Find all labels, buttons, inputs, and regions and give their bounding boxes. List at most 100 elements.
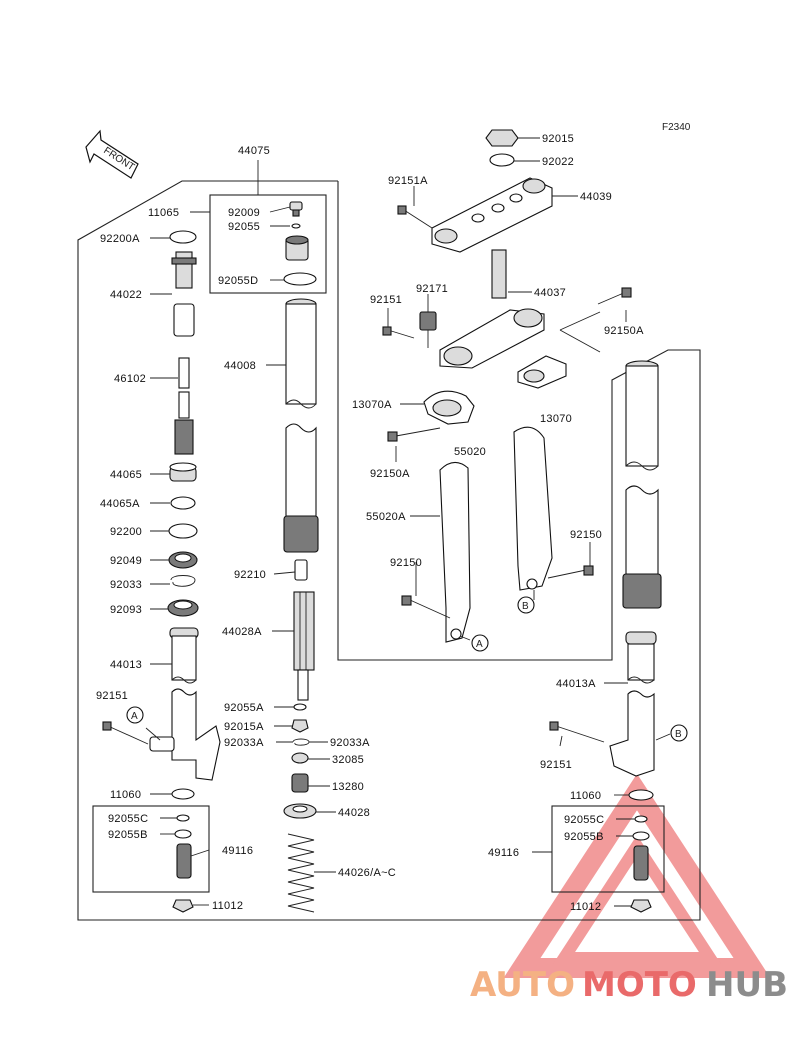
left-fork-frame <box>77 180 701 921</box>
washer-92022 <box>489 153 515 167</box>
label-92055c-right: 92055C <box>564 814 604 826</box>
leader-lines <box>145 137 671 907</box>
label-44065: 44065 <box>110 469 142 481</box>
clip-92033a <box>292 738 310 746</box>
label-92150a-top: 92150A <box>604 325 644 337</box>
cartridge-49116-left <box>176 843 192 879</box>
label-44039: 44039 <box>580 191 612 203</box>
bolt-92150a-mid <box>387 427 441 442</box>
ring-11060-left <box>171 788 195 800</box>
watermark-moto: MOTO <box>582 965 697 1005</box>
label-92009: 92009 <box>228 207 260 219</box>
label-92210: 92210 <box>234 569 266 581</box>
front-arrow-icon: FRONT <box>85 129 139 179</box>
watermark-hub: HUB <box>706 965 788 1005</box>
callout-b-right: B <box>670 724 688 742</box>
label-44037: 44037 <box>534 287 566 299</box>
svg-text:B: B <box>675 729 682 740</box>
oring-92055d <box>283 272 317 286</box>
rod-46102 <box>174 357 194 455</box>
bolt-92151-mid <box>382 326 415 339</box>
bolt-92150a-top <box>597 287 632 305</box>
label-32085: 32085 <box>332 754 364 766</box>
label-92055: 92055 <box>228 221 260 233</box>
clamp-13070-upper <box>517 355 567 389</box>
oring-92055c-right <box>634 815 648 823</box>
label-44013a: 44013A <box>556 678 596 690</box>
label-11012-left: 11012 <box>212 900 243 912</box>
label-46102: 46102 <box>114 373 146 385</box>
ring-11060-right <box>628 789 654 801</box>
label-92033: 92033 <box>110 579 142 591</box>
label-92015a: 92015A <box>224 721 264 733</box>
label-92151-right: 92151 <box>540 759 572 771</box>
oring-92055a <box>293 703 307 711</box>
svg-text:A: A <box>131 711 138 722</box>
label-92171: 92171 <box>416 283 448 295</box>
spring-44026 <box>287 833 315 913</box>
nut-11012-right <box>630 899 652 913</box>
label-55020a: 55020A <box>366 511 406 523</box>
label-44008: 44008 <box>224 360 256 372</box>
watermark-auto: AUTO <box>470 965 575 1005</box>
label-44013: 44013 <box>110 659 142 671</box>
label-13280: 13280 <box>332 781 364 793</box>
guard-55020 <box>513 426 553 591</box>
svg-text:B: B <box>522 601 529 612</box>
inner-tube-right <box>622 360 662 609</box>
label-49116-right: 49116 <box>488 847 519 859</box>
label-11060-left: 11060 <box>110 789 141 801</box>
bolt-92151a <box>397 205 433 229</box>
bolt-92151-right <box>549 721 605 743</box>
label-55020: 55020 <box>454 446 486 458</box>
nut-11012-left <box>172 899 194 913</box>
label-92200a: 92200A <box>100 233 140 245</box>
oring-92055b-right <box>632 831 650 841</box>
inner-tube-44008 <box>283 298 319 553</box>
bolt-92151-left <box>102 721 149 745</box>
label-92055d: 92055D <box>218 275 258 287</box>
outer-tube-44013 <box>149 627 221 781</box>
left-cartridge-group-frame <box>92 805 210 893</box>
seal-92093 <box>167 599 199 617</box>
part-labels: 44075 11065 92009 92055 92055D 92200A 44… <box>96 133 644 913</box>
label-92055b-right: 92055B <box>564 831 604 843</box>
damper-rod-44028a <box>293 591 315 701</box>
oring-92055 <box>291 223 301 229</box>
label-92049: 92049 <box>110 555 142 567</box>
label-44022: 44022 <box>110 289 142 301</box>
label-92150-right: 92150 <box>570 529 602 541</box>
label-92033a-left: 92033A <box>224 737 264 749</box>
label-44026ac: 44026/A~C <box>338 867 396 879</box>
callout-b-left: B <box>517 596 535 614</box>
label-92055a: 92055A <box>224 702 264 714</box>
oring-92055b-left <box>174 829 192 839</box>
plug-13280 <box>291 773 309 793</box>
ring-44065 <box>169 462 197 482</box>
label-92022: 92022 <box>542 156 574 168</box>
screw-92009 <box>289 201 303 217</box>
label-44028: 44028 <box>338 807 370 819</box>
label-92055b-left: 92055B <box>108 829 148 841</box>
ring-92200a <box>169 230 197 244</box>
ring-92200 <box>168 523 198 539</box>
label-44065a: 44065A <box>100 498 140 510</box>
guard-55020a <box>439 461 471 643</box>
label-11060-right: 11060 <box>570 790 601 802</box>
stem-44037 <box>439 249 545 369</box>
label-11012-right: 11012 <box>570 901 601 913</box>
rod-44022 <box>171 251 197 337</box>
ring-44065a <box>170 496 196 510</box>
right-cartridge-group-frame <box>551 805 665 893</box>
label-11065: 11065 <box>148 207 179 219</box>
cap-bolt <box>285 235 309 261</box>
diagram-code: F2340 <box>662 122 691 133</box>
label-92055c-left: 92055C <box>108 813 148 825</box>
cartridge-49116-right <box>633 845 649 881</box>
nut-92015a <box>291 719 309 733</box>
washer-32085 <box>291 752 309 764</box>
label-92200: 92200 <box>110 526 142 538</box>
seat-44028 <box>283 803 317 819</box>
label-49116-left: 49116 <box>222 845 253 857</box>
